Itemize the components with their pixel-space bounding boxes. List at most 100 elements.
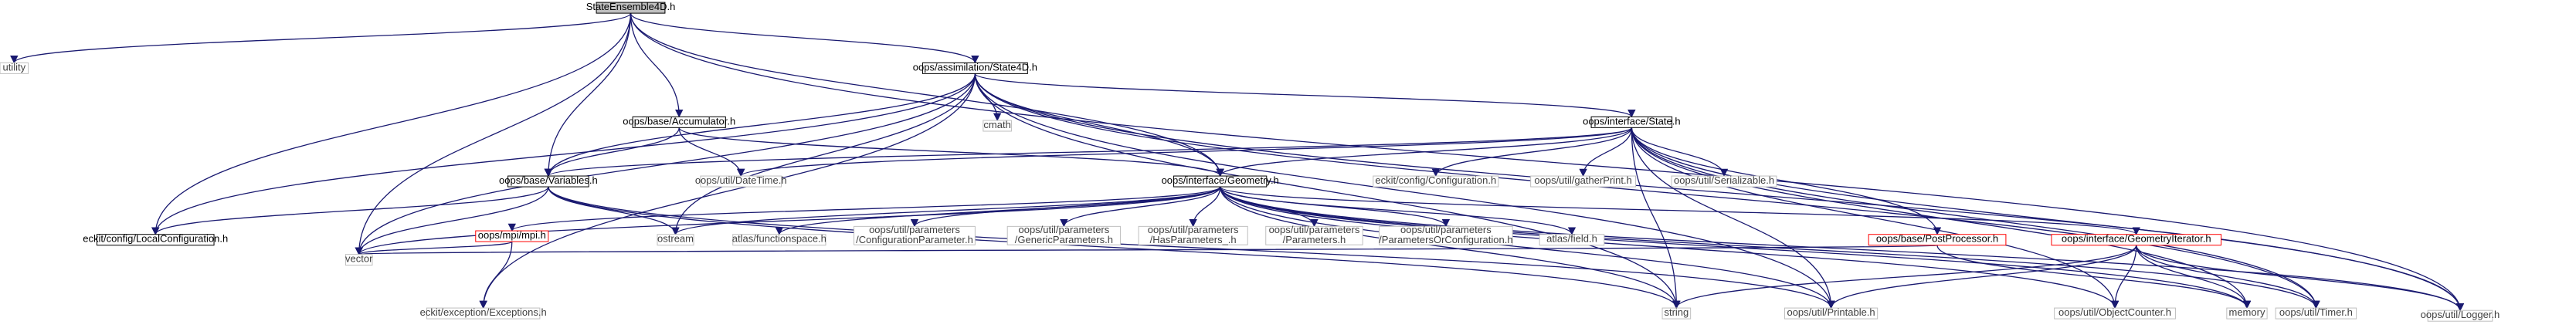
edge-geoIter-to-objCounter [2110,245,2137,309]
node-string[interactable]: string [1661,307,1692,320]
node-cmath[interactable]: cmath [983,119,1012,132]
node-ifState[interactable]: oops/interface/State.h [1583,116,1681,128]
node-box [983,120,1012,132]
node-box [344,254,373,266]
node-label: utility [2,62,25,73]
node-label: oops/util/parameters/ConfigurationParame… [856,224,973,245]
node-mpi[interactable]: oops/mpi/mpi.h [475,229,549,242]
edge-root-to-geometry [630,13,1224,178]
edge-state4d-to-ifState [974,73,1636,118]
node-params[interactable]: oops/util/parameters/Parameters.h [1265,224,1363,245]
node-label: ostream [657,233,694,245]
node-label: atlas/field.h [1546,233,1597,245]
node-box [1868,234,2007,246]
edge-geoIter-to-string [1672,245,2137,309]
node-box [475,230,549,242]
node-ecConf[interactable]: eckit/config/Configuration.h [1373,174,1499,188]
node-hasParams[interactable]: oops/util/parameters/HasParameters_.h [1138,224,1248,245]
node-genParams[interactable]: oops/util/parameters/GenericParameters.h [1006,224,1122,245]
edge-ifState-to-variables [545,127,1632,178]
node-root[interactable]: StateEnsemble4D.h [586,2,676,14]
node-vector[interactable]: vector [344,253,373,266]
edge-root-to-vector [355,13,632,255]
edge-geometry-to-genParams [1060,186,1221,228]
node-variables[interactable]: oops/base/Variables.h [499,174,598,188]
edge-geoIter-to-printable [1827,245,2137,309]
node-geoIter[interactable]: oops/interface/GeometryIterator.h [2051,233,2222,246]
edge-state4d-to-ostream [671,73,976,235]
edge-ifState-to-gatherPrint [1579,127,1632,178]
node-label: atlas/functionspace.h [732,233,826,245]
edge-ifState-to-logger [1631,127,2465,312]
edge-geoIter-to-memory [2136,245,2252,309]
node-datetime[interactable]: oops/util/DateTime.h [695,174,787,188]
node-postProc[interactable]: oops/base/PostProcessor.h [1868,233,2007,246]
edge-state4d-to-variables [544,73,976,178]
node-label: oops/util/ObjectCounter.h [2058,307,2171,319]
node-printable[interactable]: oops/util/Printable.h [1784,307,1879,320]
node-label: oops/util/parameters/GenericParameters.h [1015,224,1113,245]
edge-root-to-logger [630,13,2465,312]
edge-geometry-to-hasParams [1189,187,1221,228]
node-label: oops/util/parameters/ParametersOrConfigu… [1379,224,1512,245]
node-ostream[interactable]: ostream [657,233,694,246]
node-box [2051,234,2222,246]
node-label: oops/base/Accumulator.h [623,116,735,127]
node-box [1784,307,1879,320]
node-exceptions[interactable]: eckit/exception/Exceptions.h [420,307,547,320]
node-label: oops/assimilation/State4D.h [913,62,1037,73]
node-accumulator[interactable]: oops/base/Accumulator.h [623,116,735,128]
node-objCounter[interactable]: oops/util/ObjectCounter.h [2054,307,2176,320]
node-box [2275,307,2357,320]
node-box [1138,225,1248,245]
edges-layer [10,12,2465,312]
node-box [1173,175,1268,188]
edge-root-to-ecLocalConf [151,13,632,235]
edge-ifState-to-ecConf [1431,127,1632,178]
node-box [507,175,589,188]
node-atlasField[interactable]: atlas/field.h [1539,233,1605,246]
edge-root-to-utility [10,12,632,64]
node-funcspace[interactable]: atlas/functionspace.h [732,233,826,246]
edge-variables-to-ostream [548,186,680,235]
edge-state4d-to-string [974,73,1681,309]
edge-mpi-to-vector [355,241,513,255]
edge-root-to-state4d [630,12,979,64]
node-label: memory [2229,307,2265,319]
edge-geometry-to-logger [1220,186,2464,312]
node-ecLocalConf[interactable]: eckit/config/LocalConfiguration.h [83,233,228,246]
node-timer[interactable]: oops/util/Timer.h [2275,307,2357,320]
edge-postProc-to-memory [1936,245,2252,309]
node-box [921,62,1028,74]
node-label: oops/util/parameters/HasParameters_.h [1148,224,1239,245]
edge-geoIter-to-timer [2136,245,2320,309]
node-serializable[interactable]: oops/util/Serializable.h [1671,174,1777,188]
node-label: oops/util/Timer.h [2279,307,2353,319]
node-label: eckit/exception/Exceptions.h [420,307,547,319]
node-label: vector [345,253,373,265]
node-label: oops/util/gatherPrint.h [1534,174,1631,186]
node-state4d[interactable]: oops/assimilation/State4D.h [913,62,1037,74]
edge-ifState-to-timer [1631,127,2320,309]
node-gatherPrint[interactable]: oops/util/gatherPrint.h [1530,174,1637,188]
node-geometry[interactable]: oops/interface/Geometry.h [1162,174,1279,188]
node-label: eckit/config/Configuration.h [1375,174,1496,186]
edge-state4d-to-exceptions [479,73,976,309]
node-label: oops/interface/State.h [1583,116,1680,127]
node-box [700,175,782,188]
edge-variables-to-string [548,186,1681,309]
node-box [854,225,976,245]
node-box [1590,116,1673,128]
node-box [632,116,726,128]
node-box [1379,225,1513,245]
node-logger[interactable]: oops/util/Logger.h [2421,309,2500,322]
node-memory[interactable]: memory [2226,307,2268,320]
node-confParam[interactable]: oops/util/parameters/ConfigurationParame… [854,224,976,245]
edge-state4d-to-ecLocalConf [151,73,976,235]
node-paramsOrConf[interactable]: oops/util/parameters/ParametersOrConfigu… [1379,224,1513,245]
node-utility[interactable]: utility [0,62,29,74]
edge-mpi-to-exceptions [479,242,513,309]
edge-geometry-to-objCounter [1220,187,2120,309]
edge-variables-to-ecLocalConf [151,186,549,235]
